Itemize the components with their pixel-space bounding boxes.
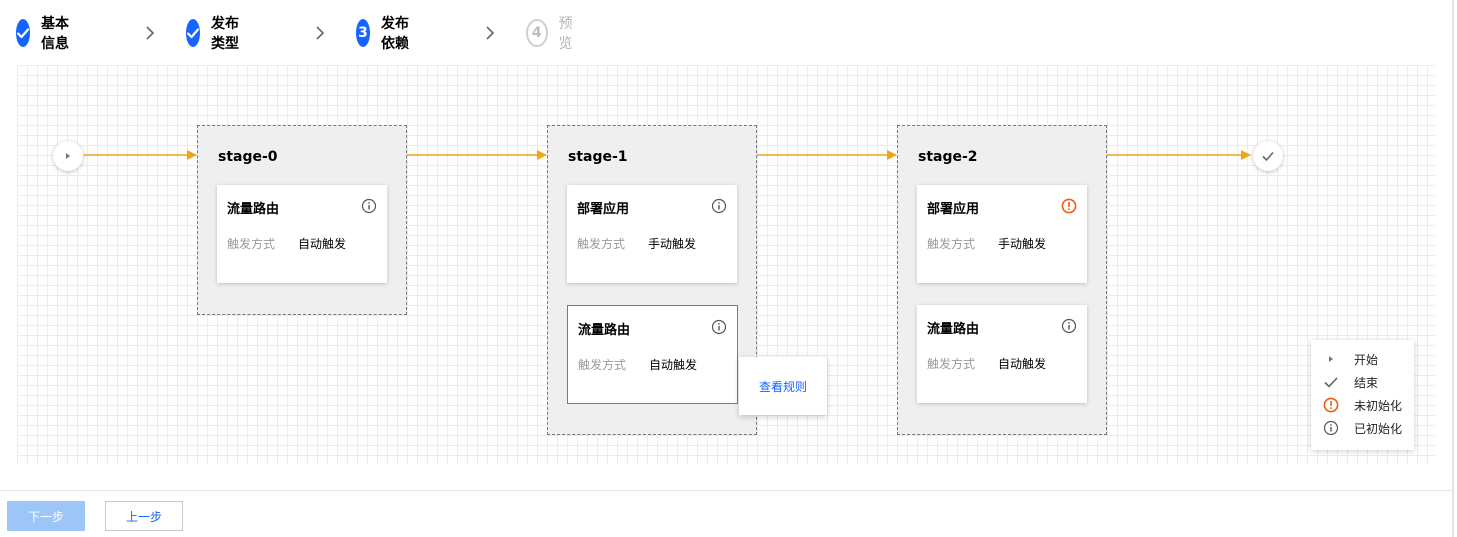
task-card-selected[interactable]: 流量路由 触发方式 自动触发 (567, 305, 738, 404)
legend-item-start: 开始 (1323, 350, 1378, 368)
step-basic-info[interactable]: 基本信息 (16, 16, 69, 52)
stage-card: stage-1 部署应用 触发方式 手动触发 流量路由 触发方式 自动触发 (547, 125, 757, 435)
trigger-mode-label: 触发方式 (577, 237, 626, 251)
legend-label: 未初始化 (1354, 398, 1403, 413)
step-number: 4 (526, 19, 548, 47)
right-edge-divider (1452, 0, 1454, 537)
check-icon (186, 19, 200, 47)
info-icon[interactable] (711, 319, 727, 335)
play-icon (1323, 351, 1339, 367)
footer-divider (0, 490, 1452, 491)
chevron-right-icon (146, 26, 155, 40)
task-title: 流量路由 (927, 322, 980, 337)
check-icon (1323, 374, 1339, 390)
trigger-mode-value: 自动触发 (998, 357, 1047, 371)
stage-title: stage-0 (218, 149, 278, 165)
task-title: 部署应用 (927, 202, 980, 217)
trigger-mode-value: 自动触发 (649, 358, 698, 372)
warning-icon (1323, 397, 1339, 413)
task-card[interactable]: 部署应用 触发方式 手动触发 (567, 185, 737, 283)
stage-title: stage-2 (918, 149, 978, 165)
task-card[interactable]: 流量路由 触发方式 自动触发 (217, 185, 387, 283)
legend-label: 结束 (1354, 375, 1379, 390)
task-popover: 查看规则 (739, 357, 827, 415)
info-icon[interactable] (711, 198, 727, 214)
step-preview[interactable]: 4 预览 (526, 16, 579, 52)
view-rules-link[interactable]: 查看规则 (758, 380, 807, 394)
info-icon[interactable] (1061, 318, 1077, 334)
trigger-mode-value: 自动触发 (298, 237, 347, 251)
previous-step-button[interactable]: 上一步 (105, 501, 183, 531)
step-release-dependency[interactable]: 3 发布依赖 (356, 16, 409, 52)
chevron-right-icon (316, 26, 325, 40)
legend-item-initialized: 已初始化 (1323, 419, 1402, 437)
check-icon (1262, 151, 1274, 162)
trigger-mode-label: 触发方式 (927, 357, 976, 371)
step-label: 基本信息 (41, 16, 69, 52)
legend-item-end: 结束 (1323, 373, 1378, 391)
start-node[interactable] (53, 141, 83, 171)
task-title: 流量路由 (578, 323, 631, 338)
play-icon (66, 153, 70, 159)
check-icon (16, 19, 30, 47)
info-icon[interactable] (361, 198, 377, 214)
task-title: 流量路由 (227, 202, 280, 217)
task-card[interactable]: 流量路由 触发方式 自动触发 (917, 305, 1087, 403)
task-title: 部署应用 (577, 202, 630, 217)
warning-icon[interactable] (1061, 198, 1077, 214)
stage-card: stage-2 部署应用 触发方式 手动触发 流量路由 触发方式 自动触发 (897, 125, 1107, 435)
stage-title: stage-1 (568, 149, 628, 165)
end-node[interactable] (1253, 141, 1283, 171)
trigger-mode-label: 触发方式 (578, 358, 627, 372)
legend: 开始 结束 未初始化 已初始化 (1311, 340, 1414, 450)
legend-label: 开始 (1354, 352, 1379, 367)
info-icon (1323, 420, 1339, 436)
step-label: 发布类型 (211, 16, 239, 52)
chevron-right-icon (486, 26, 495, 40)
stage-card: stage-0 流量路由 触发方式 自动触发 (197, 125, 407, 315)
step-number: 3 (356, 19, 370, 47)
step-label: 预览 (558, 16, 573, 52)
legend-label: 已初始化 (1354, 421, 1403, 436)
legend-item-uninitialized: 未初始化 (1323, 396, 1402, 414)
trigger-mode-label: 触发方式 (927, 237, 976, 251)
step-release-type[interactable]: 发布类型 (186, 16, 239, 52)
step-label: 发布依赖 (381, 16, 409, 52)
task-card[interactable]: 部署应用 触发方式 手动触发 (917, 185, 1087, 283)
trigger-mode-label: 触发方式 (227, 237, 276, 251)
next-step-button[interactable]: 下一步 (7, 501, 85, 531)
trigger-mode-value: 手动触发 (998, 237, 1047, 251)
trigger-mode-value: 手动触发 (648, 237, 697, 251)
